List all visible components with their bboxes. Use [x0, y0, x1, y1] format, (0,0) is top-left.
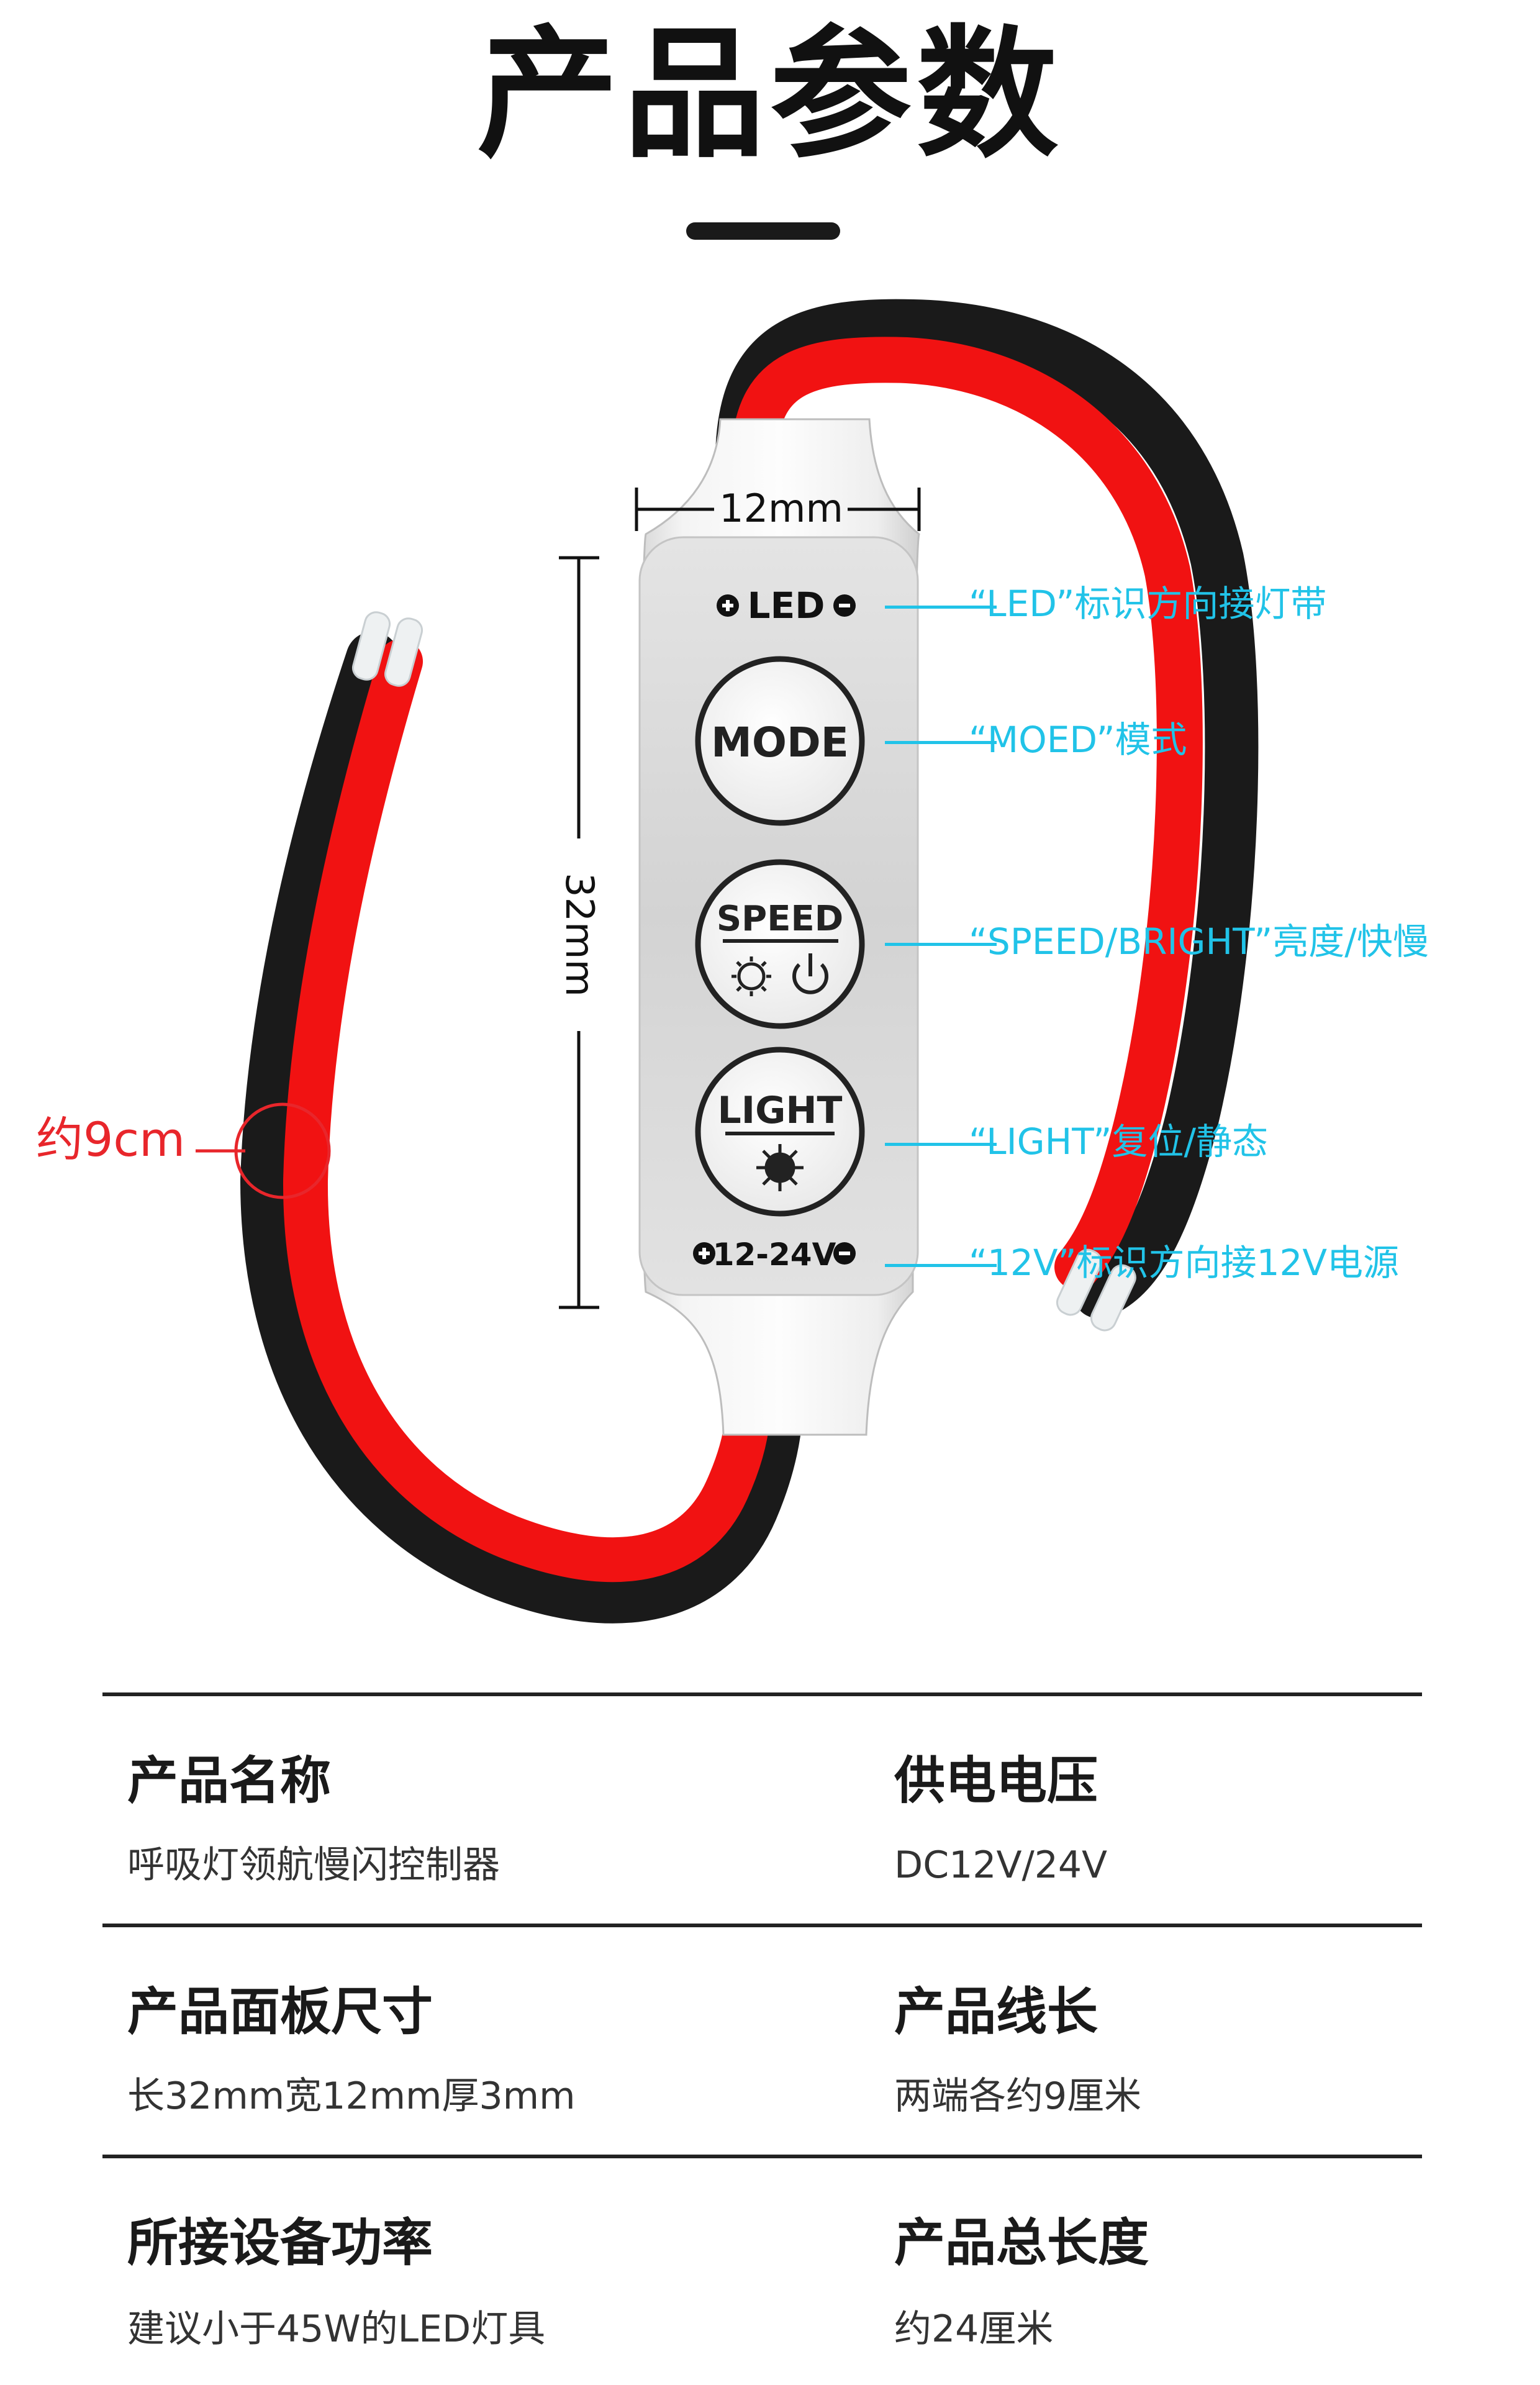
- sun-icon: [732, 956, 771, 996]
- spec-value-wire-length: 两端各约9厘米: [894, 2074, 1142, 2118]
- wire-top-right: [715, 299, 1259, 1332]
- spec-title-voltage: 供电电压: [894, 1751, 1098, 1810]
- spec-value-power: 建议小于45W的LED灯具: [127, 2307, 546, 2351]
- callout-line-voltage: [885, 1264, 997, 1267]
- callout-line-mode: [885, 741, 997, 744]
- power-mark: [693, 1242, 856, 1265]
- led-label: LED: [748, 584, 825, 627]
- callout-speed: “SPEED/BRIGHT”亮度/快慢: [969, 920, 1429, 963]
- width-label: 12mm: [719, 486, 843, 531]
- spec-divider: [102, 2155, 1422, 2158]
- callout-light: “LIGHT”复位/静态: [969, 1120, 1268, 1163]
- power-icon: [792, 953, 828, 994]
- length-marker: [196, 1102, 331, 1199]
- spec-divider: [102, 1692, 1422, 1696]
- light-label: LIGHT: [718, 1089, 843, 1132]
- led-mark: [717, 594, 856, 617]
- speed-label: SPEED: [717, 899, 843, 939]
- burst-icon: [756, 1144, 804, 1191]
- voltage-label: 12-24V: [713, 1237, 836, 1273]
- spec-value-voltage: DC12V/24V: [894, 1843, 1108, 1887]
- callout-voltage: “12V”标识方向接12V电源: [969, 1242, 1400, 1284]
- length-label: 约9cm: [36, 1112, 186, 1167]
- callout-line-led: [885, 606, 997, 609]
- spec-title-total-length: 产品总长度: [894, 2214, 1149, 2273]
- mode-label: MODE: [711, 719, 849, 766]
- mode-button: [695, 656, 865, 826]
- wire-left-bottom: [240, 611, 803, 1624]
- callout-led: “LED”标识方向接灯带: [969, 583, 1327, 625]
- spec-divider: [102, 1924, 1422, 1927]
- width-dimension: [635, 488, 921, 531]
- title-underline: [686, 222, 840, 240]
- page-title: 产品参数: [477, 12, 1063, 177]
- spec-title-power: 所接设备功率: [127, 2214, 433, 2273]
- spec-value-product-name: 呼吸灯领航慢闪控制器: [127, 1843, 500, 1887]
- controller-illustration: LED MODE SPEED LIGHT 12-24V: [196, 299, 1259, 1624]
- callout-line-speed: [885, 943, 997, 946]
- spec-value-panel-size: 长32mm宽12mm厚3mm: [127, 2074, 576, 2118]
- callout-mode: “MOED”模式: [969, 719, 1187, 761]
- height-label: 32mm: [557, 873, 602, 997]
- spec-title-wire-length: 产品线长: [894, 1983, 1098, 2042]
- spec-value-total-length: 约24厘米: [894, 2307, 1054, 2351]
- callout-line-light: [885, 1143, 997, 1146]
- speed-button: [695, 859, 865, 1029]
- spec-title-panel-size: 产品面板尺寸: [127, 1983, 433, 2042]
- spec-title-product-name: 产品名称: [127, 1751, 332, 1810]
- height-dimension: [559, 556, 599, 1309]
